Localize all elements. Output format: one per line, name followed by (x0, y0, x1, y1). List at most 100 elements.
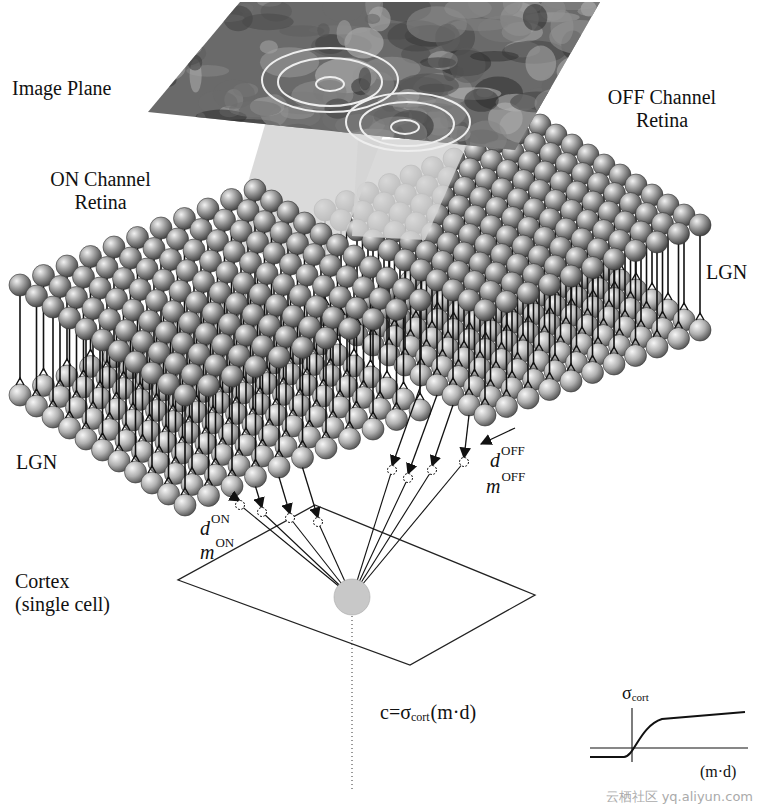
image-plane-ground (148, 2, 600, 150)
texture-blob (260, 40, 278, 54)
synapse-fork (306, 420, 314, 427)
axon (36, 305, 38, 391)
texture-blob (581, 138, 633, 158)
synapse-fork (562, 317, 570, 324)
lgn-cell (268, 456, 290, 478)
superscript: OFF (501, 444, 525, 457)
axon (118, 360, 120, 446)
retina-cell (560, 265, 582, 287)
texture-blob (154, 30, 200, 54)
lgn-input-arrow (432, 405, 453, 466)
synapse-fork (476, 351, 484, 358)
synaptic-weight (258, 508, 267, 517)
texture-blob (213, 80, 255, 109)
synapse-fork (299, 441, 307, 448)
subscript: cort (411, 711, 430, 723)
layer-label: LGN (706, 262, 747, 282)
receptive-field-ring (346, 93, 470, 151)
projection-beam (352, 138, 470, 240)
synapse-fork (616, 329, 624, 336)
synapse-fork (80, 370, 88, 377)
lgn-cell (560, 370, 582, 392)
synapse-fork (503, 390, 511, 397)
synapse-fork (659, 312, 667, 319)
axon (325, 347, 327, 433)
synaptic-weight (314, 518, 323, 527)
synapse-fork (89, 402, 97, 409)
lgn-cell (582, 362, 604, 384)
synapse-fork (235, 449, 243, 456)
synapse-fork (275, 450, 283, 457)
synapse-fork (450, 313, 458, 320)
sigmoid-curve (590, 712, 745, 757)
retina-cell (362, 308, 384, 330)
synapse-fork (120, 372, 128, 379)
synapse-fork (336, 390, 344, 397)
texture-blob (525, 46, 556, 81)
texture-blob (536, 141, 562, 155)
texture-blob (158, 38, 202, 58)
axon (452, 299, 454, 380)
synapse-fork (113, 392, 121, 399)
retina-cell (268, 346, 290, 368)
output-dotted-line (352, 616, 353, 792)
y-axis (631, 708, 632, 762)
synapse-fork (508, 371, 516, 378)
axon (436, 289, 438, 370)
synapse-fork (627, 292, 635, 299)
synapse-fork (329, 411, 337, 418)
synapse-fork (350, 349, 358, 356)
synapse-fork (648, 283, 656, 290)
texture-blob (468, 0, 523, 19)
synapse-fork (367, 360, 375, 367)
synapse-fork (87, 350, 95, 357)
texture-blob (452, 66, 464, 77)
synapse-fork (567, 364, 575, 371)
synaptic-weight (388, 466, 397, 475)
texture-blob (568, 70, 611, 100)
synapse-fork (589, 290, 597, 297)
off-channel-sheet (314, 114, 711, 426)
axon (484, 319, 486, 400)
synapse-fork (303, 368, 311, 375)
texture-blob (162, 39, 193, 56)
synapse-fork (186, 416, 194, 423)
lgn-cell (539, 379, 561, 401)
axon (592, 277, 594, 358)
synapse-fork (675, 322, 683, 329)
retina-cell (668, 223, 690, 245)
synapse-fork (632, 273, 640, 280)
superscript: OFF (501, 470, 525, 483)
synapse-fork (219, 438, 227, 445)
retina-cells (314, 114, 711, 321)
receptive-field-ring (278, 58, 382, 106)
synapse-fork (146, 414, 154, 421)
texture-blob (465, 121, 507, 156)
synapse-fork (653, 330, 661, 337)
synapse-fork (449, 378, 457, 385)
texture-blob (527, 121, 585, 154)
retina-cells (9, 179, 431, 406)
synapse-fork (519, 334, 527, 341)
retina-cell (315, 327, 337, 349)
receptive-field-ring (316, 77, 344, 91)
texture-blob (435, 24, 460, 52)
synapse-fork (360, 381, 368, 388)
synaptic-weight (460, 458, 469, 467)
synapse-fork (460, 341, 468, 348)
synapse-fork (417, 358, 425, 365)
synapse-fork (530, 363, 538, 370)
synapse-fork (696, 313, 704, 320)
subscript: cort (632, 692, 649, 703)
image-plane (112, 0, 632, 170)
texture-blob (547, 124, 594, 159)
synapse-fork (346, 422, 354, 429)
lgn-cells (9, 289, 431, 516)
synapse-fork (376, 392, 384, 399)
texture-blob (195, 112, 208, 146)
axon (506, 311, 508, 392)
formula: (m·d) (431, 702, 477, 722)
synapse-fork (165, 477, 173, 484)
cortical-wire (352, 478, 408, 597)
axon (102, 349, 104, 435)
